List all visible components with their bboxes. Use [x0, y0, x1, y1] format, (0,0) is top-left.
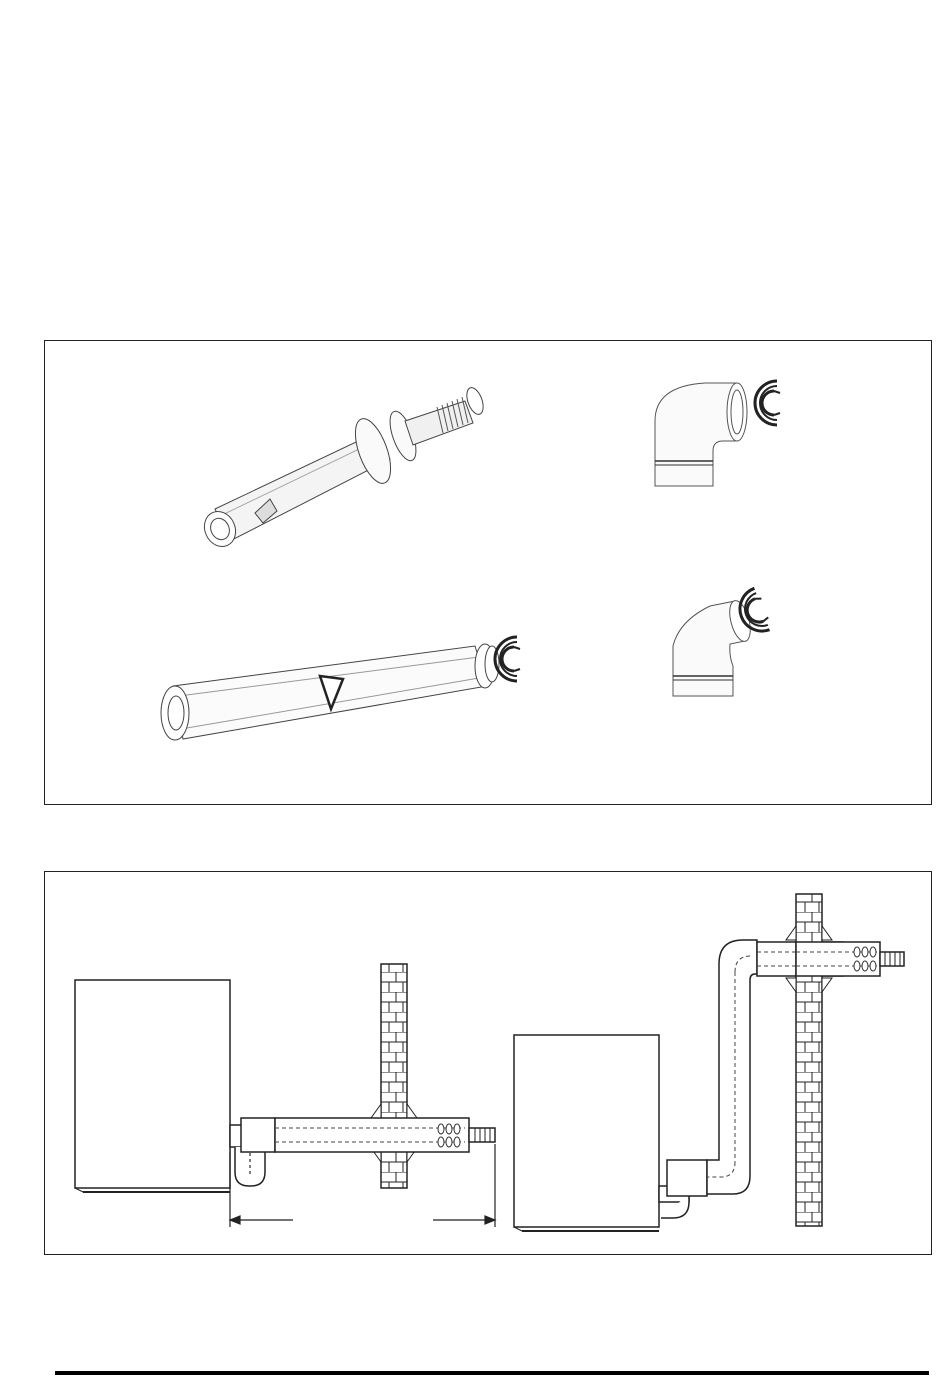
flue-terminal — [796, 942, 904, 976]
components-panel — [44, 340, 932, 805]
c-clip-icon — [755, 381, 780, 425]
horizontal-flue-pipe — [241, 1118, 495, 1152]
installation-panel — [44, 871, 932, 1255]
dimension-arrow — [230, 1144, 495, 1227]
extension-pipe-icon — [161, 644, 499, 740]
boiler-icon — [75, 980, 230, 1192]
elbow-90-icon — [655, 383, 747, 486]
components-drawing — [45, 341, 933, 806]
elbow-45-icon — [673, 598, 754, 696]
installation-drawing — [45, 872, 933, 1256]
footer-rule — [55, 1371, 929, 1375]
flue-terminal-icon — [195, 371, 490, 561]
boiler-icon — [514, 1035, 659, 1231]
brick-wall-left — [371, 964, 417, 1188]
